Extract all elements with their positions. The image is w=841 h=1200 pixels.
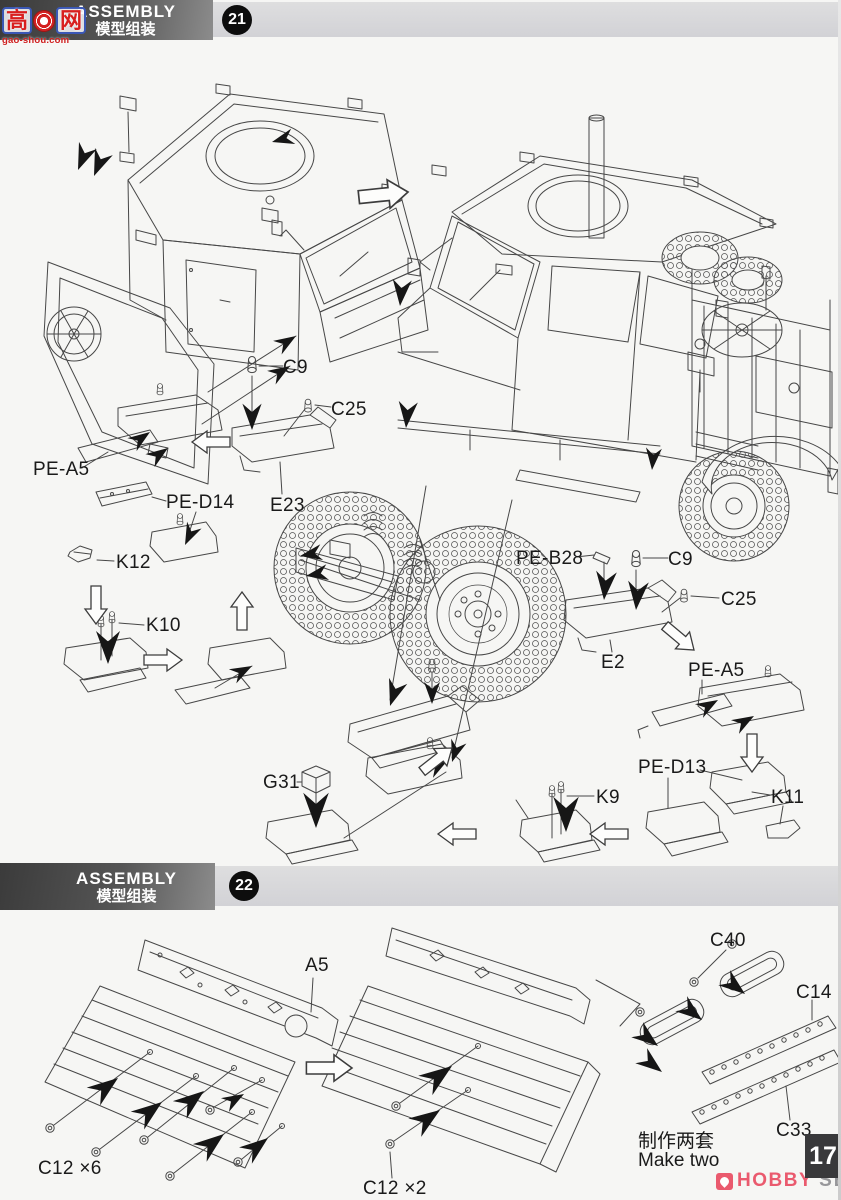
- header-title-zh: 模型组装: [96, 887, 157, 905]
- part-label-pe-d13: PE-D13: [638, 757, 707, 778]
- part-label-pe-a5-right: PE-A5: [688, 660, 745, 681]
- part-label-g31: G31: [263, 772, 300, 793]
- part-label-e23: E23: [270, 495, 305, 516]
- part-label-a5: A5: [305, 955, 329, 976]
- pe-d14-subassembly: [67, 481, 219, 563]
- e23-subassembly: [231, 356, 337, 495]
- part-label-c40: C40: [710, 930, 746, 951]
- header-title-en: ASSEMBLY: [75, 2, 176, 21]
- part-label-e2: E2: [601, 652, 625, 673]
- middle-panel-drawing: [321, 927, 601, 1179]
- part-label-c25-left: C25: [331, 399, 367, 420]
- watermark-char-left: 高: [2, 7, 33, 34]
- cab-drawing: [43, 83, 429, 485]
- watermark-url: gao-shou.com: [2, 35, 70, 46]
- brand-text-hobby: HOBBY: [737, 1170, 814, 1191]
- part-label-c14: C14: [796, 982, 832, 1003]
- part-label-k11: K11: [771, 787, 805, 808]
- page-number: 17: [805, 1134, 841, 1178]
- part-label-pe-b28: PE-B28: [516, 548, 584, 569]
- header-title-en: ASSEMBLY: [76, 868, 177, 888]
- part-label-c12-x6: C12 ×6: [38, 1158, 102, 1179]
- pe-a5-left-subassembly: [77, 383, 223, 469]
- note-make-two-zh: 制作两套: [638, 1131, 715, 1152]
- part-label-pe-d14: PE-D14: [166, 492, 235, 513]
- step-number-21: 21: [222, 5, 252, 35]
- part-label-c33: C33: [776, 1120, 812, 1141]
- header-title-zh: 模型组装: [95, 21, 156, 38]
- pe-a5-right-subassembly: [637, 665, 805, 739]
- part-label-k10: K10: [146, 615, 181, 636]
- watermark-char-right: 网: [56, 7, 87, 34]
- part-label-c25-right: C25: [721, 589, 757, 610]
- watermark-logo: 高 网: [2, 7, 110, 34]
- watermark: 高 网 gao-shou.com: [2, 7, 110, 46]
- scan-edge: [838, 0, 841, 1200]
- part-label-k9: K9: [596, 787, 620, 808]
- k9-subassembly: [515, 781, 601, 863]
- part-label-pe-a5-left: PE-A5: [33, 459, 90, 480]
- step-number-22: 22: [229, 871, 259, 901]
- part-label-c12-x2: C12 ×2: [363, 1178, 427, 1199]
- hobby-search-flame-icon: [716, 1172, 733, 1190]
- part-label-c9-left: C9: [283, 357, 308, 378]
- note-make-two-en: Make two: [638, 1150, 720, 1171]
- header-bar-22: ASSEMBLY 模型组装: [0, 863, 215, 910]
- assembly-arrows-outline-22: [305, 1054, 353, 1082]
- vehicle-drawing: [273, 114, 841, 759]
- assembly-arrows-solid: [69, 128, 758, 832]
- watermark-gear-icon: [34, 10, 55, 31]
- e2-subassembly: [563, 550, 720, 653]
- c33-rails-drawing: [595, 939, 841, 1125]
- part-label-k12: K12: [116, 552, 151, 573]
- pe-d13-k11-subassembly: [645, 761, 801, 857]
- a5-panel-drawing: [44, 939, 339, 1169]
- part-label-c9-right: C9: [668, 549, 693, 570]
